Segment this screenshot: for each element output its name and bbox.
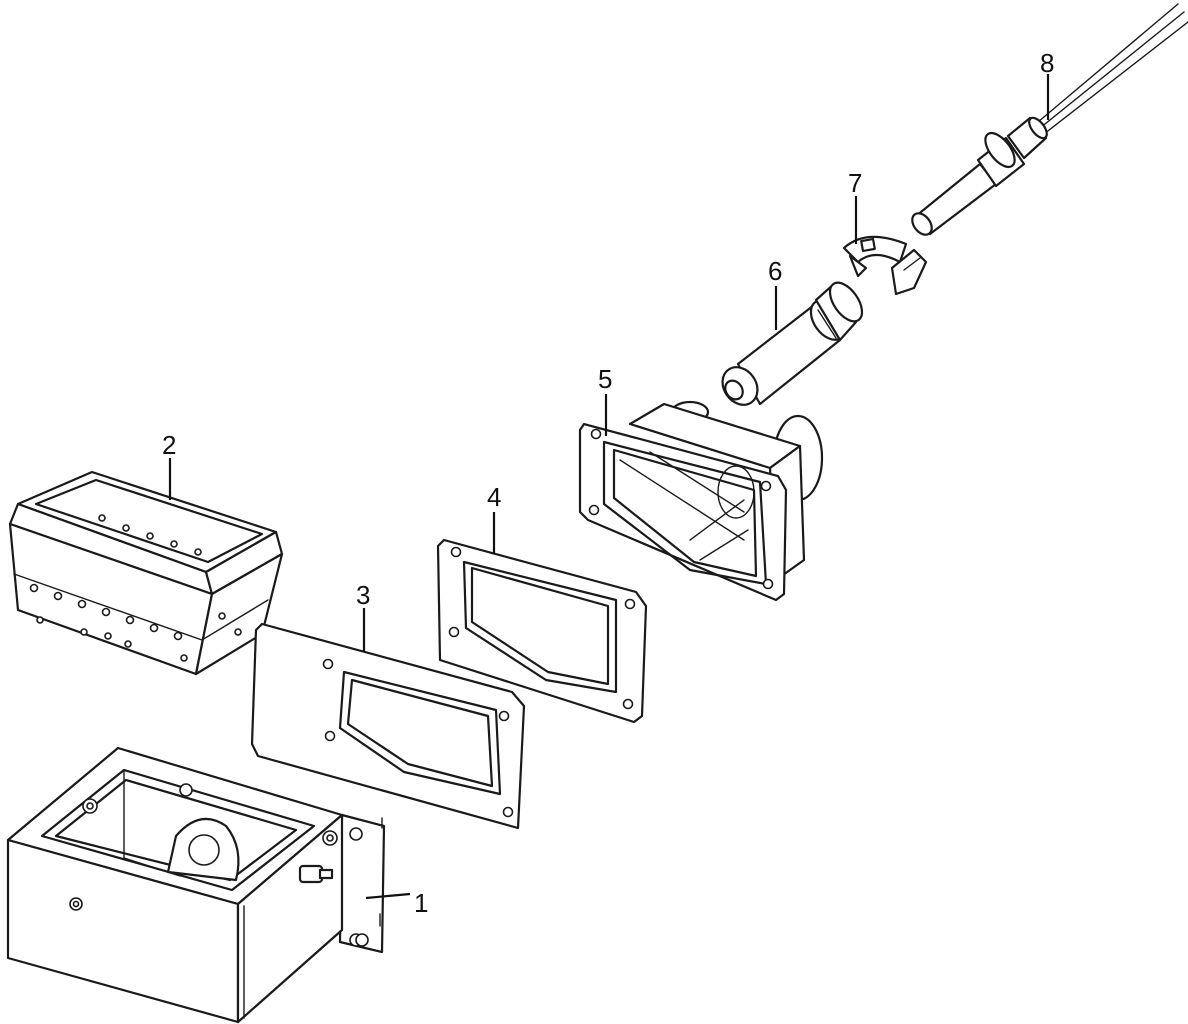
part-8-probe bbox=[911, 3, 1188, 236]
hopper-inner-holes bbox=[98, 514, 202, 556]
part-6-cylinder bbox=[721, 281, 864, 406]
callout-3: 3 bbox=[356, 580, 370, 610]
callout-leaders bbox=[168, 74, 1050, 900]
part-1-base-box bbox=[6, 746, 386, 1024]
callout-5: 5 bbox=[598, 364, 612, 394]
callout-7: 7 bbox=[848, 168, 862, 198]
callout-numbers: 1 2 3 4 5 6 7 8 bbox=[162, 48, 1054, 918]
part-7-clip bbox=[842, 235, 928, 296]
part-3-gasket-plate bbox=[250, 622, 526, 830]
callout-6: 6 bbox=[768, 256, 782, 286]
hopper-front-holes bbox=[29, 583, 242, 662]
callout-1: 1 bbox=[414, 888, 428, 918]
callout-8: 8 bbox=[1040, 48, 1054, 78]
callout-2: 2 bbox=[162, 430, 176, 460]
part-5-adapter-housing bbox=[578, 400, 824, 602]
part-4-gasket bbox=[436, 538, 648, 724]
part-2-hopper bbox=[8, 470, 284, 676]
callout-4: 4 bbox=[487, 482, 501, 512]
